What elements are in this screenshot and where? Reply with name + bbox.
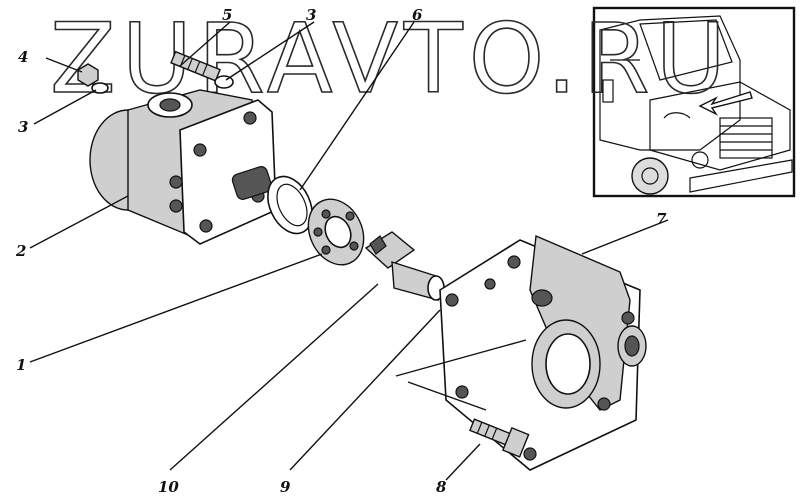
leader-5	[179, 21, 231, 67]
leader-8	[445, 443, 481, 481]
gear-shaft-part-10	[364, 231, 445, 301]
truck-grille	[719, 117, 773, 159]
leader-4	[45, 57, 83, 73]
leader-ring-b	[407, 381, 487, 411]
housing-top-port	[531, 289, 553, 307]
callout-3-left: 3	[18, 118, 28, 136]
pump-location-mark	[663, 112, 691, 119]
bearing-part-1	[307, 198, 365, 266]
pump-body	[89, 89, 277, 245]
bolt-part-8	[469, 418, 530, 458]
truck-mirror	[602, 79, 614, 103]
fasteners	[77, 50, 234, 94]
drive-housing-part-7	[439, 234, 647, 471]
sealing-ring-part-6	[267, 175, 313, 235]
nut-part-4	[77, 63, 99, 87]
leader-7	[581, 219, 669, 255]
callout-1: 1	[16, 356, 26, 374]
leader-9	[289, 309, 441, 471]
leader-ring-a	[395, 339, 527, 377]
truck-cab	[599, 15, 741, 151]
callout-2: 2	[15, 242, 26, 260]
truck-headlight	[691, 151, 709, 169]
location-arrow-icon	[698, 91, 753, 116]
callout-8: 8	[436, 478, 447, 496]
callout-6: 6	[412, 6, 423, 24]
stud-part-5	[170, 50, 221, 82]
leader-1	[29, 253, 323, 363]
callout-labels: 4 3 5 3 6 2 1 10 9 7 8	[15, 6, 667, 496]
callout-4: 4	[18, 48, 28, 66]
leader-3-right	[225, 21, 315, 81]
pump-splined-shaft	[231, 166, 273, 200]
leader-lines	[29, 21, 669, 481]
callout-5: 5	[222, 6, 232, 24]
callout-10: 10	[158, 478, 179, 496]
callout-9: 9	[280, 478, 291, 496]
truck-bumper	[689, 159, 793, 193]
leader-10	[169, 283, 379, 471]
callout-7: 7	[656, 210, 667, 228]
truck-hood	[649, 81, 791, 171]
leader-3-left	[33, 89, 97, 125]
leader-6	[299, 21, 415, 191]
truck-inset	[592, 6, 796, 198]
truck-windshield	[639, 19, 733, 81]
truck-wheel	[631, 157, 669, 195]
leader-2	[29, 195, 129, 249]
callout-3-right: 3	[306, 6, 316, 24]
